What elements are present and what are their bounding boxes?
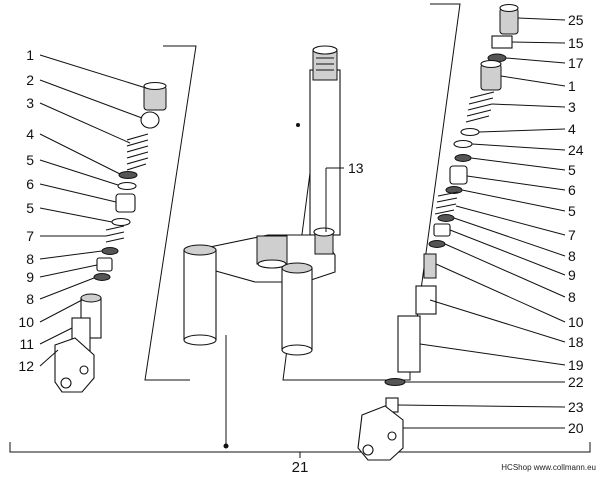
callout-label: 15 <box>568 35 584 51</box>
callout-label: 5 <box>26 200 34 216</box>
callout-label: 4 <box>26 126 34 142</box>
right-callouts: 25 15 17 1 3 4 24 5 6 5 7 8 9 8 10 18 19… <box>568 12 584 436</box>
assembly-21-bracket <box>9 335 591 458</box>
callout-label: 11 <box>19 336 34 352</box>
callout-label: 6 <box>26 176 34 192</box>
callout-label: 8 <box>568 248 576 264</box>
callout-label: 8 <box>26 291 34 307</box>
fork-yoke-assembly <box>183 45 341 356</box>
callout-label: 9 <box>568 267 576 283</box>
callout-label: 5 <box>26 152 34 168</box>
callout-label: 1 <box>568 78 576 94</box>
callout-label: 18 <box>568 334 584 350</box>
callout-label: 25 <box>568 12 584 28</box>
assembly-callout-label: 21 <box>292 459 309 476</box>
left-fork-leg-parts <box>54 81 167 393</box>
callout-label: 24 <box>568 142 584 158</box>
credit-text: HCShop www.collmann.eu <box>501 463 596 472</box>
callout-label: 22 <box>568 374 584 390</box>
callout-label: 5 <box>568 203 576 219</box>
callout-label: 5 <box>568 162 576 178</box>
callout-label: 6 <box>568 182 576 198</box>
callout-label: 4 <box>568 121 576 137</box>
callout-label: 1 <box>26 47 34 63</box>
callout-label: 3 <box>26 95 34 111</box>
callout-label: 12 <box>18 358 34 374</box>
callout-label: 17 <box>568 55 584 71</box>
callout-label: 20 <box>568 420 584 436</box>
left-assembly-bracket <box>144 45 197 381</box>
right-fork-leg-parts <box>357 3 519 461</box>
callout-label: 3 <box>568 99 576 115</box>
callout-label: 10 <box>568 314 584 330</box>
callout-label: 7 <box>568 227 576 243</box>
callout-label: 7 <box>26 228 34 244</box>
callout-label: 8 <box>568 289 576 305</box>
callout-label: 19 <box>568 357 584 373</box>
callout-label: 13 <box>348 160 364 176</box>
callout-label: 10 <box>18 314 34 330</box>
right-leader-lines <box>397 17 566 429</box>
left-callouts: 1 2 3 4 5 6 5 7 8 9 8 10 11 12 <box>18 47 34 374</box>
callout-label: 8 <box>26 251 34 267</box>
callout-label: 2 <box>26 72 34 88</box>
left-leader-lines <box>39 54 147 367</box>
callout-label: 9 <box>26 269 34 285</box>
callout-label: 23 <box>568 399 584 415</box>
